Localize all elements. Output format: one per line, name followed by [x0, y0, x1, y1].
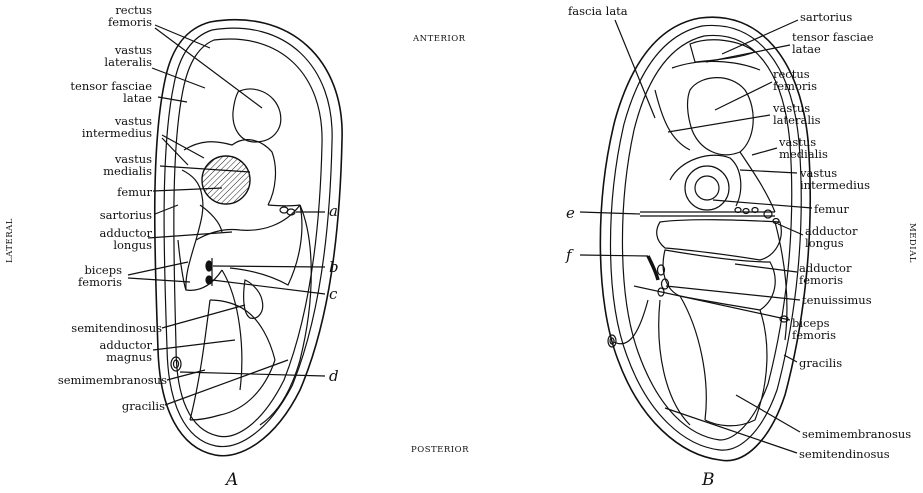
label-a-adductor-longus: adductor longus: [62, 227, 152, 251]
label-a-rectus-femoris: rectus femoris: [62, 4, 152, 28]
label-a-vastus-medialis: vastus medialis: [62, 153, 152, 177]
label-a-vastus-lateralis: vastus lateralis: [62, 44, 152, 68]
label-b-tenuissimus: tenuissimus: [802, 294, 872, 306]
label-b-vastus-intermedius: vastus intermedius: [800, 167, 870, 191]
label-b-gracilis: gracilis: [799, 357, 842, 369]
letter-a: a: [329, 202, 338, 220]
label-a-semitendinosus: semitendinosus: [42, 322, 162, 334]
label-a-adductor-magnus: adductor magnus: [62, 339, 152, 363]
panel-b-title: B: [702, 470, 715, 490]
label-b-adductor-longus: adductor longus: [805, 225, 857, 249]
posterior-label: POSTERIOR: [411, 445, 469, 455]
label-b-vastus-lateralis: vastus lateralis: [773, 102, 821, 126]
letter-e: e: [566, 204, 575, 222]
letter-c: c: [329, 285, 337, 303]
label-b-rectus-femoris: rectus femoris: [773, 68, 817, 92]
label-b-semimembranosus: semimembranosus: [802, 428, 911, 440]
anterior-label: ANTERIOR: [413, 34, 466, 44]
label-b-biceps-femoris: biceps femoris: [792, 317, 836, 341]
label-b-adductor-femoris: adductor femoris: [799, 262, 851, 286]
label-a-vastus-intermedius: vastus intermedius: [42, 115, 152, 139]
lateral-label: LATERAL: [5, 223, 15, 263]
label-b-femur: femur: [814, 203, 849, 215]
panel-a-title: A: [226, 470, 238, 490]
medial-label: MEDIAL: [907, 223, 917, 263]
label-b-tensor-fasciae-latae: tensor fasciae latae: [792, 31, 874, 55]
label-b-fascia-lata: fascia lata: [568, 5, 628, 17]
letter-d: d: [329, 367, 339, 385]
label-a-gracilis: gracilis: [75, 400, 165, 412]
letter-f: f: [566, 246, 572, 264]
label-a-femur: femur: [62, 186, 152, 198]
label-b-sartorius: sartorius: [800, 11, 852, 23]
label-a-semimembranosus: semimembranosus: [27, 374, 167, 386]
label-a-tensor-fasciae-latae: tensor fasciae latae: [32, 80, 152, 104]
label-b-vastus-medialis: vastus medialis: [779, 136, 828, 160]
label-a-biceps-femoris: biceps femoris: [32, 264, 122, 288]
label-a-sartorius: sartorius: [62, 209, 152, 221]
label-b-semitendinosus: semitendinosus: [799, 448, 890, 460]
letter-b: b: [329, 258, 339, 276]
panel-a-section: [128, 20, 342, 456]
